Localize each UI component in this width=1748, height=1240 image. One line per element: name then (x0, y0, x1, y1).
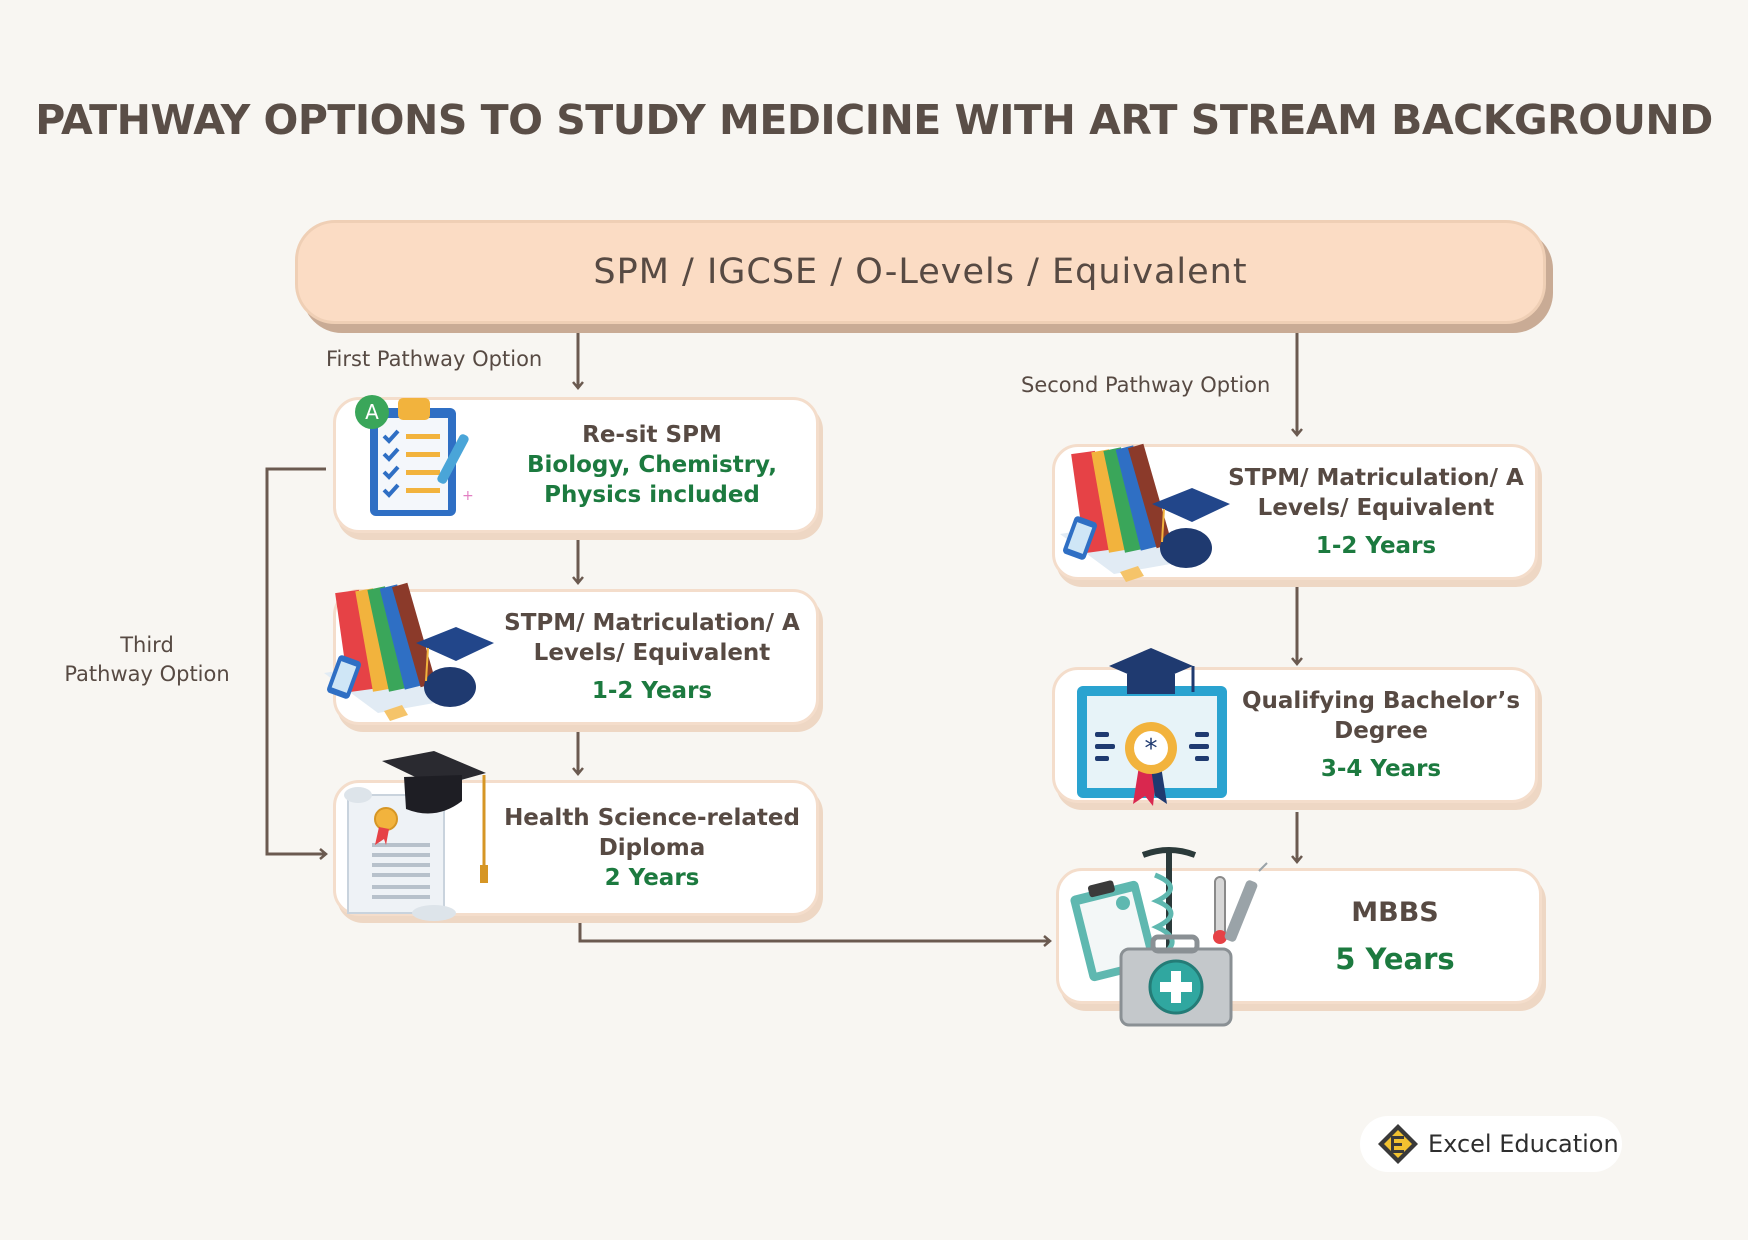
third-pathway-label-line2: Pathway Option (64, 662, 230, 686)
second-pathway-label: Second Pathway Option (1021, 373, 1271, 397)
diploma-line2: Diploma (598, 835, 706, 861)
medical-kit-caduceus-icon (1070, 847, 1268, 1027)
right-stpm-card: STPM/ Matriculation/ A Levels/ Equivalen… (1052, 443, 1538, 582)
clipboard-checklist-icon: A + (355, 395, 474, 516)
left-stpm-card: STPM/ Matriculation/ A Levels/ Equivalen… (324, 582, 819, 725)
banner-label: SPM / IGCSE / O-Levels / Equivalent (593, 252, 1248, 292)
third-pathway-label-line1: Third (120, 633, 174, 657)
entry-qualification-banner: SPM / IGCSE / O-Levels / Equivalent (295, 220, 1546, 324)
arrow-diploma-to-mbbs (578, 922, 1052, 947)
left-stpm-line1: STPM/ Matriculation/ A (504, 610, 800, 636)
right-stpm-years: 1-2 Years (1315, 533, 1437, 559)
bachelor-line2: Degree (1334, 718, 1428, 744)
third-pathway-label: Third Pathway Option (52, 631, 242, 689)
diploma-line1: Health Science-related (504, 805, 800, 831)
bachelor-years: 3-4 Years (1320, 756, 1442, 782)
resit-spm-card: A + Re-sit SPM Biology, Chemistry, Physi… (333, 395, 819, 533)
books-graduation-cap-icon (324, 582, 494, 721)
resit-spm-title: Re-sit SPM (582, 422, 722, 448)
svg-text:+: + (462, 488, 474, 504)
svg-text:*: * (1145, 734, 1158, 764)
diploma-years: 2 Years (604, 865, 700, 891)
right-stpm-line2: Levels/ Equivalent (1257, 495, 1495, 521)
bachelor-line1: Qualifying Bachelor’s (1241, 688, 1521, 714)
svg-text:A: A (365, 400, 379, 424)
excel-education-logo: Excel Education (1360, 1116, 1622, 1172)
diploma-scroll-icon (344, 751, 488, 921)
books-graduation-cap-icon (1060, 443, 1230, 582)
right-stpm-line1: STPM/ Matriculation/ A (1228, 465, 1524, 491)
mbbs-years: 5 Years (1335, 941, 1455, 976)
mbbs-title: MBBS (1351, 896, 1439, 928)
excel-education-logo-icon (1378, 1124, 1418, 1164)
first-pathway-label: First Pathway Option (326, 347, 543, 371)
left-stpm-years: 1-2 Years (591, 678, 713, 704)
logo-text: Excel Education (1428, 1130, 1619, 1158)
diploma-card: Health Science-related Diploma 2 Years (333, 751, 819, 921)
left-stpm-line2: Levels/ Equivalent (533, 640, 771, 666)
arrow-third-pathway (265, 467, 328, 860)
resit-spm-subjects-line2: Physics included (544, 482, 760, 508)
page-title: PATHWAY OPTIONS TO STUDY MEDICINE WITH A… (35, 96, 1713, 144)
mbbs-card: MBBS 5 Years (1056, 847, 1542, 1027)
resit-spm-subjects-line1: Biology, Chemistry, (527, 452, 777, 478)
degree-certificate-icon: * (1077, 648, 1227, 806)
bachelor-card: * Qualifying Bachelor’s Degree 3-4 Years (1052, 648, 1538, 806)
